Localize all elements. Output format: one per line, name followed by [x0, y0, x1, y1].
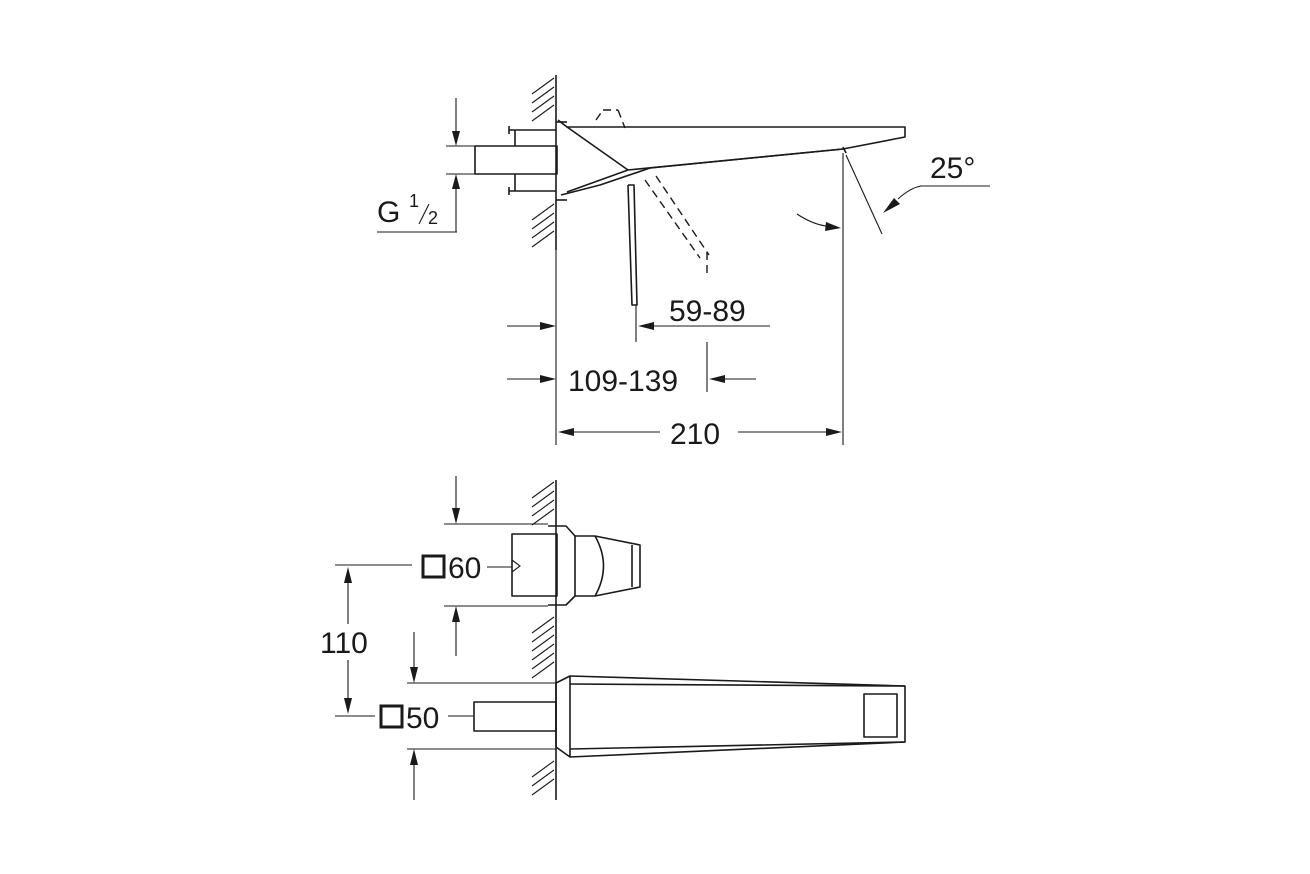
handle-housing: [511, 533, 558, 597]
spout-facet: [569, 741, 906, 750]
hatch-line: [531, 95, 555, 113]
arrow-head: [452, 606, 460, 622]
wall-bottom: [531, 480, 557, 800]
thread-dimension: G 1 2: [377, 98, 475, 233]
hatch-line: [531, 508, 555, 526]
handle-marker: [511, 559, 521, 573]
arrow-head: [452, 508, 460, 524]
hatch-line: [531, 643, 555, 661]
handle-size-dimension: 60: [421, 476, 548, 656]
arrow-head: [452, 174, 460, 189]
spout-size-label: 50: [406, 702, 439, 735]
handle-cap: [575, 535, 641, 597]
angle-dimension: 25°: [796, 152, 990, 445]
aerator-tip: [842, 146, 847, 154]
fraction-slash: [418, 203, 430, 225]
thread-label-denominator: 2: [428, 208, 438, 228]
handle-size-label: 60: [448, 552, 481, 585]
lever-handle: [595, 109, 710, 306]
thread-label-numerator: 1: [409, 191, 419, 211]
hatch-line: [531, 203, 555, 221]
square-symbol-icon: [379, 704, 404, 729]
arrow-head: [825, 222, 841, 231]
angle-arc: [796, 213, 827, 227]
arrow-head: [410, 749, 418, 765]
spout-size-dimension: 50: [379, 632, 556, 800]
spout-side: [557, 119, 906, 196]
lever-solid: [627, 184, 638, 306]
mounting-body: [474, 121, 567, 201]
handle-rosette: [548, 525, 576, 606]
spout-front: [473, 675, 906, 758]
spacing-dimension: 110: [320, 564, 412, 717]
angle-arc: [897, 185, 922, 200]
spout-outline: [557, 119, 906, 196]
arrow-head: [883, 198, 900, 213]
lever-alt-position: [644, 179, 701, 259]
arrow-head: [826, 428, 842, 436]
arrow-head: [709, 375, 725, 383]
side-view: G 1 2 25° 59-89: [377, 75, 990, 451]
projection-dimension: 59-89: [635, 295, 770, 342]
wall-hatching: [531, 77, 555, 248]
spout-facet: [569, 683, 906, 687]
handle-body: [511, 525, 641, 606]
hatch-line: [531, 661, 555, 679]
hatch-line: [531, 481, 555, 499]
arrow-head: [638, 322, 654, 330]
wall-hatching: [531, 481, 555, 796]
hatch-line: [531, 760, 555, 778]
arrow-head: [540, 322, 556, 330]
wall-depth-label: 109-139: [568, 365, 678, 398]
wall-depth-dimension: 109-139: [507, 250, 756, 445]
hatch-line: [531, 625, 555, 643]
hatch-line: [531, 86, 555, 104]
thread-label-base: G: [377, 196, 400, 229]
square-symbol-icon: [421, 554, 446, 579]
arrow-head: [344, 698, 352, 714]
front-view: 60 110 50: [320, 476, 906, 800]
spout-facet: [627, 148, 844, 171]
hatch-line: [531, 230, 555, 248]
arrow-head: [540, 375, 556, 383]
arrow-head: [410, 667, 418, 683]
lever-alt-position: [617, 109, 626, 129]
hatch-line: [531, 221, 555, 239]
wall-top: [531, 75, 557, 250]
handle-curve: [594, 535, 605, 597]
spacing-label: 110: [320, 627, 368, 660]
arrow-head: [344, 567, 352, 583]
arrow-head: [558, 428, 574, 436]
hatch-line: [531, 616, 555, 634]
hatch-line: [531, 769, 555, 787]
hatch-line: [531, 634, 555, 652]
projection-label: 59-89: [669, 295, 746, 328]
spout-outline: [555, 675, 906, 758]
arrow-head: [452, 131, 460, 146]
lever-alt-position: [595, 109, 604, 121]
spout-outlet: [863, 693, 898, 738]
connection-block: [474, 145, 558, 175]
hatch-line: [531, 499, 555, 517]
hatch-line: [531, 490, 555, 508]
hatch-line: [531, 104, 555, 122]
spout-connection: [473, 701, 557, 732]
total-length-label: 210: [670, 418, 720, 451]
hatch-line: [531, 212, 555, 230]
hatch-line: [531, 77, 555, 95]
hatch-line: [531, 778, 555, 796]
spout-facet: [566, 169, 629, 193]
angle-label: 25°: [930, 152, 975, 185]
spout-facet: [566, 126, 629, 171]
total-length-dimension: 210: [558, 418, 842, 451]
lever-alt-position: [655, 175, 710, 256]
angle-ray: [845, 154, 883, 235]
hatch-line: [531, 652, 555, 670]
